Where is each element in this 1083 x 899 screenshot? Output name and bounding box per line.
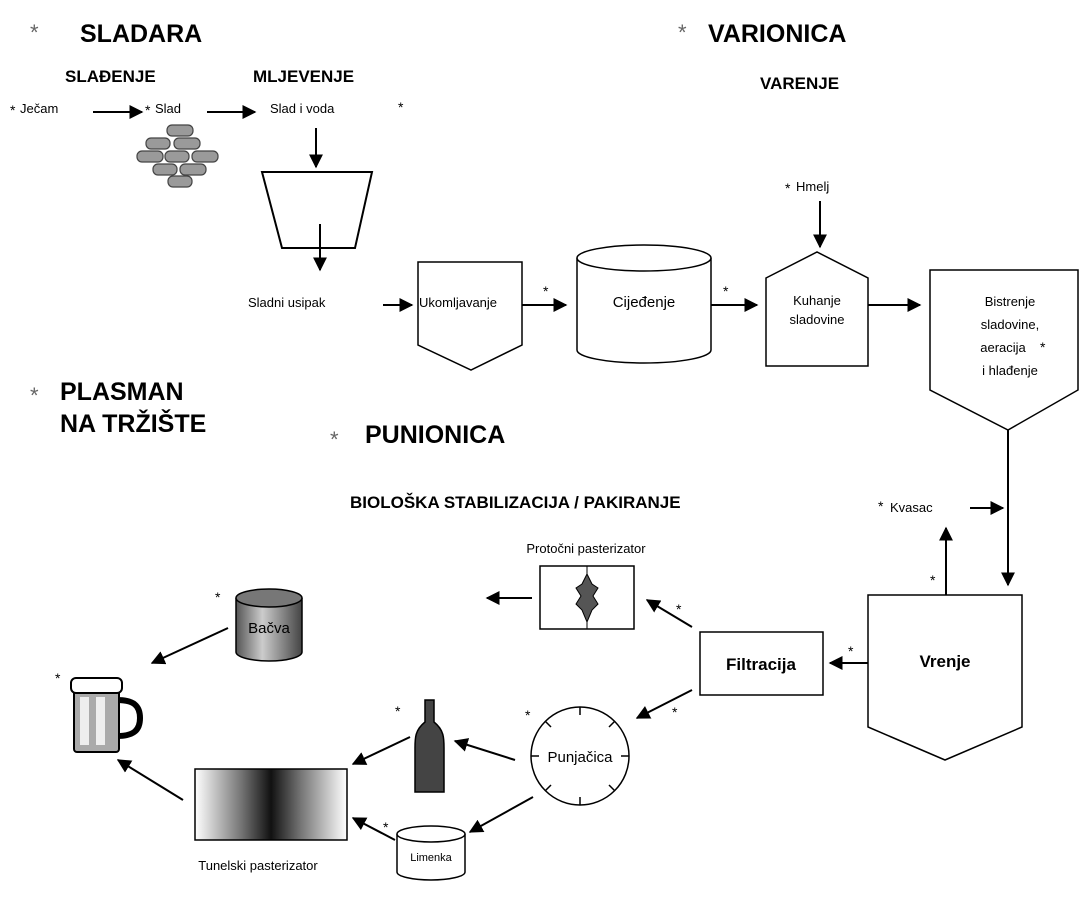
filtracija-marker: * bbox=[672, 704, 678, 720]
ukomljavanje-label: Ukomljavanje bbox=[419, 295, 497, 310]
sladara-heading: SLADARA bbox=[80, 20, 202, 48]
bistrenje-label-line1: Bistrenje bbox=[985, 294, 1036, 309]
protocni-heater-icon bbox=[575, 572, 599, 624]
filtracija-box bbox=[699, 631, 824, 696]
arrow-boca-tunelski bbox=[351, 736, 411, 765]
arrow-tunelski-krigla bbox=[116, 759, 184, 801]
bottle-icon bbox=[414, 699, 445, 793]
arrow-bacva-krigla bbox=[150, 627, 229, 665]
krigla-marker: * bbox=[55, 670, 61, 686]
cijedenje-vessel bbox=[576, 244, 712, 364]
hmelj-label: Hmelj bbox=[796, 179, 829, 194]
bottle-marker: * bbox=[395, 703, 401, 719]
bistrenje-marker: * bbox=[1040, 339, 1046, 355]
cijedenje-marker: * bbox=[723, 283, 729, 299]
slad-label: Slad bbox=[155, 101, 181, 116]
arrow-filtracija-protocni bbox=[645, 599, 693, 628]
kuhanje-vessel bbox=[765, 251, 869, 367]
kuhanje-label-line1: Kuhanje bbox=[793, 293, 841, 308]
protocni-marker: * bbox=[676, 601, 682, 617]
slad-voda-marker: * bbox=[398, 99, 404, 115]
beer-mug-icon bbox=[70, 677, 144, 753]
tunelski-box bbox=[194, 768, 348, 841]
tunelski-label: Tunelski pasterizator bbox=[198, 858, 318, 873]
vrenje-marker: * bbox=[848, 643, 854, 659]
sladenje-subheading: SLAĐENJE bbox=[65, 67, 156, 86]
bacva-barrel bbox=[235, 588, 303, 662]
varenje-subheading: VARENJE bbox=[760, 74, 839, 93]
bacva-marker: * bbox=[215, 589, 221, 605]
sladni-usipak-label: Sladni usipak bbox=[248, 295, 326, 310]
malt-grains-icon bbox=[136, 124, 219, 188]
punjacica-label: Punjačica bbox=[547, 749, 613, 766]
vrenje-label: Vrenje bbox=[919, 652, 970, 671]
ukomljavanje-vessel bbox=[417, 261, 523, 371]
mljevenje-subheading: MLJEVENJE bbox=[253, 67, 354, 86]
plasman-marker: * bbox=[30, 383, 39, 408]
bistrenje-label-line2: sladovine, bbox=[981, 317, 1040, 332]
kvasac-return-marker: * bbox=[930, 572, 936, 588]
bistrenje-label-line3: aeracija bbox=[980, 340, 1026, 355]
bio-stabilizacija-subheading: BIOLOŠKA STABILIZACIJA / PAKIRANJE bbox=[350, 493, 681, 512]
punjacica-marker: * bbox=[525, 707, 531, 723]
punionica-heading: PUNIONICA bbox=[365, 421, 505, 449]
arrow-filtracija-punjacica bbox=[635, 689, 693, 719]
limenka-marker: * bbox=[383, 819, 389, 835]
limenka-label: Limenka bbox=[410, 852, 452, 864]
bacva-label: Bačva bbox=[248, 620, 290, 637]
jecam-label: Ječam bbox=[20, 101, 58, 116]
mill-hopper-shape bbox=[260, 171, 374, 249]
limenka-can bbox=[396, 825, 466, 881]
plasman-heading-line2: NA TRŽIŠTE bbox=[60, 408, 206, 438]
sladara-marker: * bbox=[30, 20, 39, 45]
varionica-heading: VARIONICA bbox=[708, 20, 846, 48]
bistrenje-label-line4: i hlađenje bbox=[982, 363, 1038, 378]
kvasac-marker: * bbox=[878, 498, 884, 514]
arrow-punjacica-boca bbox=[453, 738, 516, 761]
punionica-marker: * bbox=[330, 427, 339, 452]
slad-marker: * bbox=[145, 102, 151, 118]
kuhanje-label-line2: sladovine bbox=[790, 312, 845, 327]
varionica-marker: * bbox=[678, 20, 687, 45]
ukomljavanje-marker: * bbox=[543, 283, 549, 299]
protocni-label: Protočni pasterizator bbox=[526, 541, 646, 556]
vrenje-vessel bbox=[867, 594, 1023, 761]
slad-voda-label: Slad i voda bbox=[270, 101, 335, 116]
cijedenje-label: Cijeđenje bbox=[613, 294, 676, 311]
jecam-marker: * bbox=[10, 102, 16, 118]
arrow-limenka-tunelski bbox=[351, 817, 396, 841]
arrow-punjacica-limenka bbox=[468, 796, 534, 833]
hmelj-marker: * bbox=[785, 180, 791, 196]
bistrenje-vessel bbox=[929, 269, 1079, 431]
plasman-heading-line1: PLASMAN bbox=[60, 378, 184, 406]
filtracija-label: Filtracija bbox=[726, 655, 796, 674]
kvasac-label: Kvasac bbox=[890, 500, 933, 515]
punjacica-machine bbox=[530, 706, 630, 806]
